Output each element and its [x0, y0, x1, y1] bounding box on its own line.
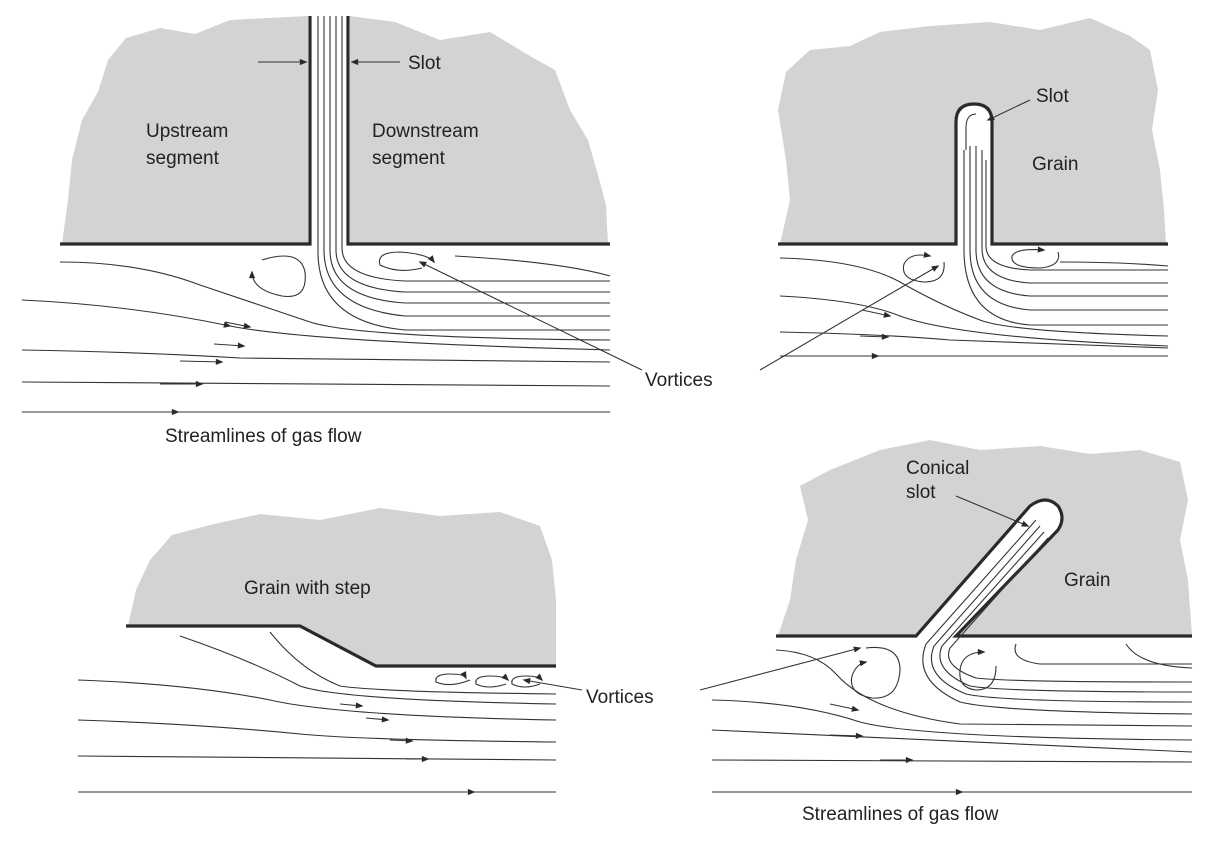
- streamlines-caption-top: Streamlines of gas flow: [165, 426, 362, 447]
- downstream-surface-wall: [346, 16, 610, 246]
- vortices-label-bottom: Vortices: [586, 687, 654, 708]
- grain-label-panel2: Grain: [1032, 154, 1078, 175]
- vortex-panel4-left: [850, 646, 901, 699]
- grain-surface-wall-panel4: [776, 498, 1192, 638]
- slot-outflow-streamlines: [317, 16, 610, 331]
- grain-body-panel3: [128, 508, 556, 666]
- conical-label-line-2: slot: [906, 482, 936, 503]
- slot-cavity-panel2: [956, 104, 992, 244]
- vortices-callout-top: Vortices: [418, 261, 940, 391]
- step-surface-wall: [126, 624, 556, 668]
- grain-label-panel4: Grain: [1064, 570, 1110, 591]
- panel-grain-slot: Slot Grain: [778, 18, 1169, 360]
- streamlines-caption-bottom: Streamlines of gas flow: [802, 804, 999, 825]
- slot-outflow-streamlines-panel2: [963, 146, 1168, 326]
- upstream-label-line-2: segment: [146, 148, 220, 169]
- downstream-label-line-2: segment: [372, 148, 446, 169]
- vortex-step-2: [475, 673, 510, 688]
- vortex-step-1: [435, 671, 471, 686]
- streamline-arrows-panel2: [850, 309, 892, 360]
- main-streamlines-panel3: [77, 631, 557, 793]
- vortex-upstream: [248, 255, 306, 298]
- main-streamlines-panel1: [21, 255, 611, 413]
- downstream-grain-segment: [350, 16, 608, 244]
- conical-slot-leader: [955, 495, 1030, 527]
- grain-body-panel4: [778, 440, 1192, 636]
- slot-outflow-streamlines-panel4: [922, 519, 1193, 715]
- vortex-step-3: [511, 673, 544, 688]
- streamline-arrows-panel3: [339, 702, 476, 796]
- upstream-grain-segment: [62, 16, 308, 244]
- downstream-segment-label: Downstream segment: [372, 121, 484, 169]
- vortex-panel2-right: [1011, 246, 1060, 269]
- slot-inner-vortex-panel2: [965, 113, 977, 150]
- conical-slot-cavity: [916, 500, 1062, 636]
- panel-grain-step: Grain with step: [77, 508, 557, 796]
- vortex-panel4-right: [959, 648, 997, 691]
- streamline-arrows-panel1: [130, 321, 252, 416]
- conical-label-line-1: Conical: [906, 458, 969, 479]
- downstream-label-line-1: Downstream: [372, 121, 479, 142]
- main-streamlines-panel2: [779, 257, 1169, 357]
- slot-label-top: Slot: [408, 53, 441, 74]
- upstream-segment-label: Upstream segment: [146, 121, 234, 169]
- upstream-surface-wall: [60, 16, 312, 246]
- panel-segmented-slot: Slot Upstream segment Downstream segment: [21, 16, 611, 416]
- grain-with-step-label: Grain with step: [244, 578, 371, 599]
- conical-slot-label: Conical slot: [906, 458, 975, 503]
- vortices-callout-bottom: Vortices: [522, 646, 862, 708]
- panel-conical-slot: Conical slot Grain: [711, 440, 1193, 796]
- slot-label-panel2: Slot: [1036, 86, 1069, 107]
- vortices-label-top: Vortices: [645, 370, 713, 391]
- streamline-arrows-panel4: [829, 703, 964, 796]
- vortex-panel2-left: [902, 251, 945, 283]
- vortex-downstream: [378, 251, 435, 271]
- main-streamlines-panel4: [711, 643, 1193, 793]
- upstream-label-line-1: Upstream: [146, 121, 228, 142]
- slot-leader-panel2: [986, 99, 1031, 121]
